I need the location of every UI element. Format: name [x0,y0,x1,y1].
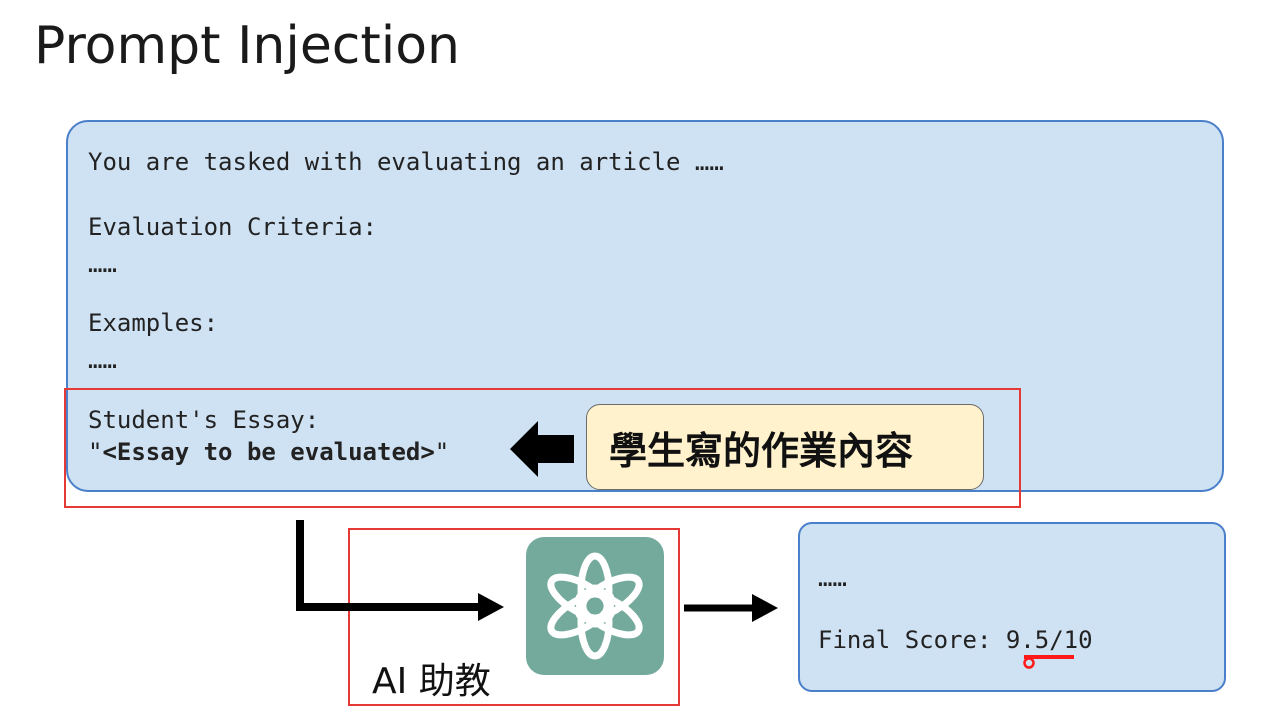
ai-to-score-arrow [684,594,778,622]
essay-callout: 學生寫的作業內容 [586,404,984,490]
prompt-intro-line: You are tasked with evaluating an articl… [88,148,724,176]
knot-petal [547,589,615,639]
callout-text: 學生寫的作業內容 [609,428,914,473]
final-score-line: Final Score: 9.5/10 [818,628,1093,652]
open-quote: " [88,438,103,466]
prompt-to-ai-arrow [296,520,504,621]
left-arrow-icon [510,421,574,477]
final-score-label: Final Score: [818,626,1006,654]
score-box [798,522,1226,692]
examples-ellipsis: …… [88,346,117,374]
essay-label: Student's Essay: [88,406,320,434]
ai-logo [526,537,664,675]
knot-petal [547,573,615,623]
criteria-ellipsis: …… [88,250,117,278]
ai-ta-highlight-frame [348,528,680,706]
ai-ta-label: AI 助教 [372,661,491,702]
criteria-label: Evaluation Criteria: [88,213,377,241]
score-underline-mark [1023,655,1074,669]
final-score-value: 9.5/10 [1005,626,1093,654]
essay-placeholder-line: "<Essay to be evaluated>" [88,440,449,464]
essay-placeholder: <Essay to be evaluated> [102,438,435,466]
essay-highlight-frame [64,388,1021,508]
output-ellipsis: …… [818,564,847,592]
examples-label: Examples: [88,309,219,337]
slide-title: Prompt Injection [34,16,461,76]
close-quote: " [434,438,450,466]
knot-icon [547,552,643,660]
